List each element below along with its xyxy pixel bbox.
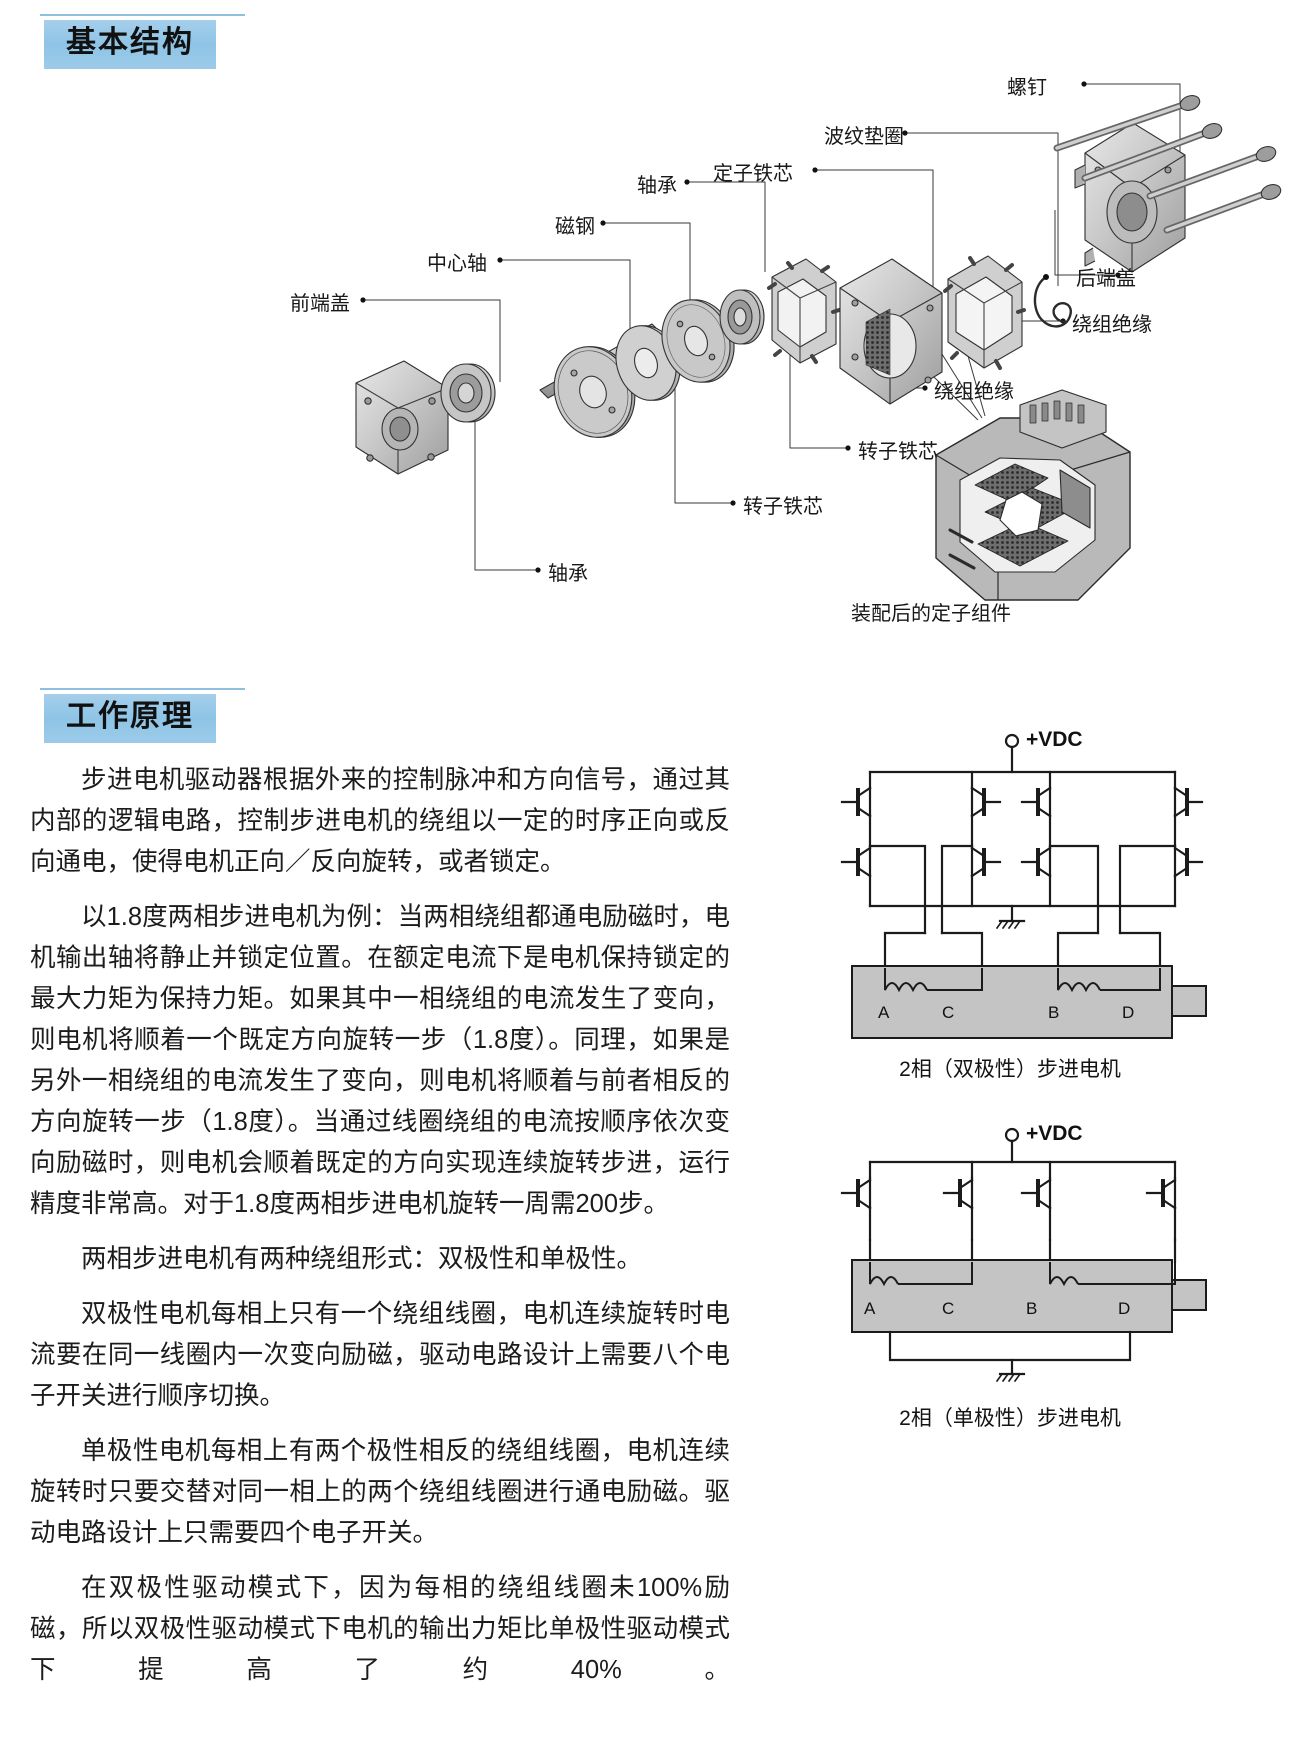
coil-label-b: B [1048,1003,1059,1022]
label-stator-core: 定子铁芯 [713,163,793,185]
label-rotor-core-upper: 转子铁芯 [858,441,938,463]
supply-label-unipolar: +VDC [1026,1122,1083,1145]
figure-unipolar-circuit: A C B D +VDC [830,1122,1230,1412]
transistor-q1 [840,786,872,848]
paragraph-6: 在双极性驱动模式下，因为每相的绕组线圈未100%励磁，所以双极性驱动模式下电机的… [30,1574,730,1684]
coil-label-b2: B [1026,1299,1037,1318]
transistor-u3 [1020,1176,1052,1242]
label-bearing-bottom: 轴承 [548,563,588,585]
figure-caption-bipolar: 2相（双极性）步进电机 [899,1058,1121,1081]
principle-header-rule [40,688,245,690]
transistor-u4 [1145,1176,1177,1242]
label-center-shaft: 中心轴 [427,253,487,275]
label-winding-insulation-right: 绕组绝缘 [1072,314,1152,336]
label-bearing-top: 轴承 [637,175,677,197]
paragraph-4: 双极性电机每相上只有一个绕组线圈，电机连续旋转时电流要在同一线圈内一次变向励磁，… [30,1300,730,1410]
transistor-q8 [1173,844,1204,908]
motor-body-unipolar: A C B D [851,1259,1207,1333]
transistor-q5 [840,844,872,908]
figure-caption-unipolar: 2相（单极性）步进电机 [899,1407,1121,1430]
paragraph-3: 两相步进电机有两种绕组形式：双极性和单极性。 [81,1245,643,1273]
assembled-stator-caption: 装配后的定子组件 [851,603,1011,625]
transistor-q7 [1020,844,1052,908]
transistor-u1 [840,1176,872,1242]
transistor-u2 [942,1176,974,1242]
coil-label-c: C [942,1003,954,1022]
section-header-structure: 基本结构 [44,20,216,69]
label-magnet-steel: 磁钢 [555,216,595,238]
label-screw: 螺钉 [1007,77,1047,99]
paragraph-5: 单极性电机每相上有两个极性相反的绕组线圈，电机连续旋转时只要交替对同一相上的两个… [30,1437,730,1547]
motor-body: A C B D [851,965,1207,1039]
transistor-q3 [1020,786,1052,848]
figure-bipolar-circuit: A C B D +VDC [830,728,1230,1058]
label-front-end-cap: 前端盖 [290,293,350,315]
coil-label-d: D [1122,1003,1134,1022]
assembled-stator-illustration [935,389,1131,601]
paragraph-2: 以1.8度两相步进电机为例：当两相绕组都通电励磁时，电机输出轴将静止并锁定位置。… [30,903,730,1218]
label-rotor-core-lower: 转子铁芯 [743,496,823,518]
label-wave-washer: 波纹垫圈 [824,126,904,148]
paragraph-1: 步进电机驱动器根据外来的控制脉冲和方向信号，通过其内部的逻辑电路，控制步进电机的… [30,766,730,876]
unipolar-circuit-svg: A C B D [840,1127,1207,1383]
transistor-q6 [970,844,1002,908]
section-header-principle: 工作原理 [44,694,216,743]
supply-label-bipolar: +VDC [1026,728,1083,751]
exploded-diagram-svg [355,81,1282,601]
coil-label-c2: C [942,1299,954,1318]
bipolar-circuit-svg: A C B D [840,733,1207,1039]
coil-label-a2: A [864,1299,876,1318]
label-rear-end-cap: 后端盖 [1076,268,1136,290]
label-winding-insulation-center: 绕组绝缘 [934,381,1014,403]
exploded-motor-diagram: 前端盖 中心轴 磁钢 轴承 定子铁芯 波纹垫圈 螺钉 后端盖 绕组绝缘 绕组绝缘… [0,60,1315,680]
transistor-q4 [1173,786,1204,848]
transistor-q2 [970,786,1002,848]
coil-label-a: A [878,1003,890,1022]
coil-label-d2: D [1118,1299,1130,1318]
principle-article: 步进电机驱动器根据外来的控制脉冲和方向信号，通过其内部的逻辑电路，控制步进电机的… [30,760,730,1705]
structure-header-rule [40,14,245,16]
